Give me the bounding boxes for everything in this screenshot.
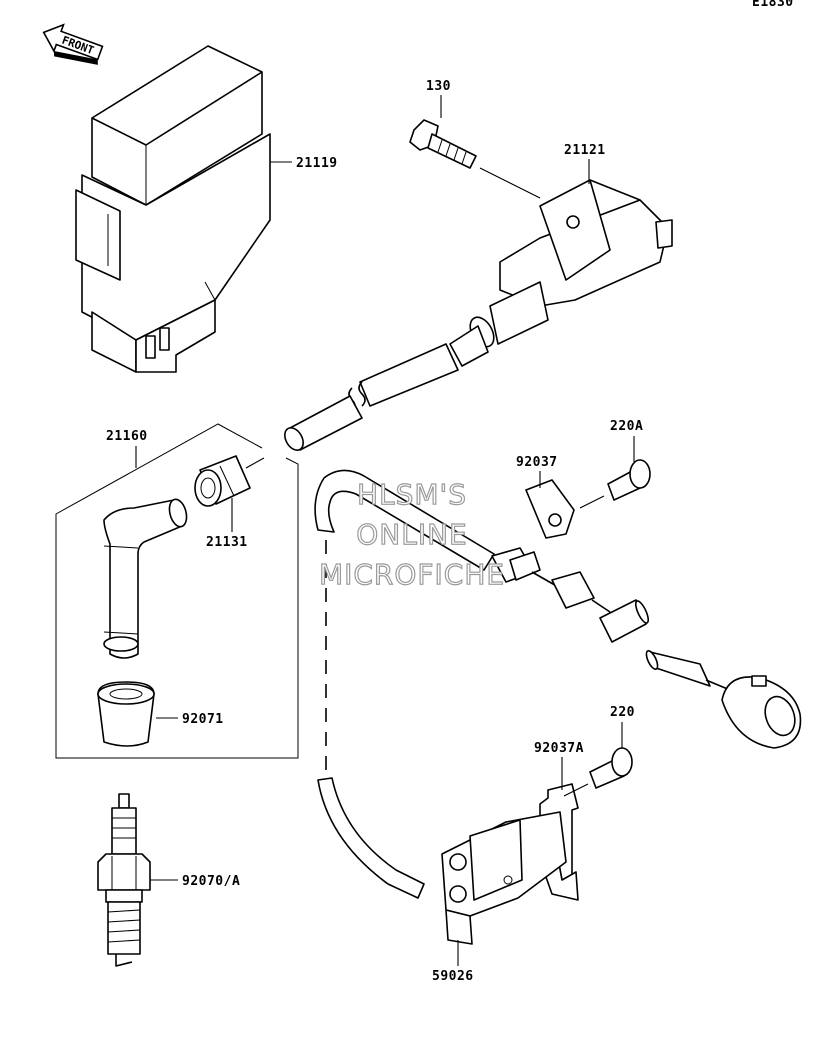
part-label-21160[interactable]: 21160 [106,429,148,444]
seal-21131 [194,455,251,507]
part-label-92071[interactable]: 92071 [182,712,224,727]
bolt-130 [409,119,477,169]
clamp-92037 [525,479,575,539]
ignition-coil-21121 [359,179,673,407]
part-label-21131[interactable]: 21131 [206,535,248,550]
diagram-code: E1830 [752,0,794,10]
watermark: HLSM'S ONLINE MICROFICHE [318,477,505,591]
part-label-220A[interactable]: 220A [610,419,643,434]
part-label-92070A[interactable]: 92070/A [182,874,240,889]
front-arrow-icon: FRONT [42,23,104,65]
boot-92071 [97,681,155,747]
plug-cap-assembly-frame [55,423,299,759]
part-label-21119[interactable]: 21119 [296,156,338,171]
watermark-line-2: ONLINE [356,518,467,551]
part-label-92037A[interactable]: 92037A [534,741,584,756]
part-label-220[interactable]: 220 [610,705,635,720]
part-label-21121[interactable]: 21121 [564,143,606,158]
spark-plug-92070 [97,793,151,967]
pickup-coil-59026 [441,811,567,945]
screw-220 [589,747,633,789]
watermark-line-1: HLSM'S [357,478,467,511]
cdi-unit-21119 [75,45,271,373]
part-label-59026[interactable]: 59026 [432,969,474,984]
part-label-92037[interactable]: 92037 [516,455,558,470]
part-label-130[interactable]: 130 [426,79,451,94]
screw-220A [607,459,651,501]
watermark-line-3: MICROFICHE [319,558,505,591]
plug-cap-21160 [103,498,188,659]
pickup-wire-harness [314,469,802,899]
